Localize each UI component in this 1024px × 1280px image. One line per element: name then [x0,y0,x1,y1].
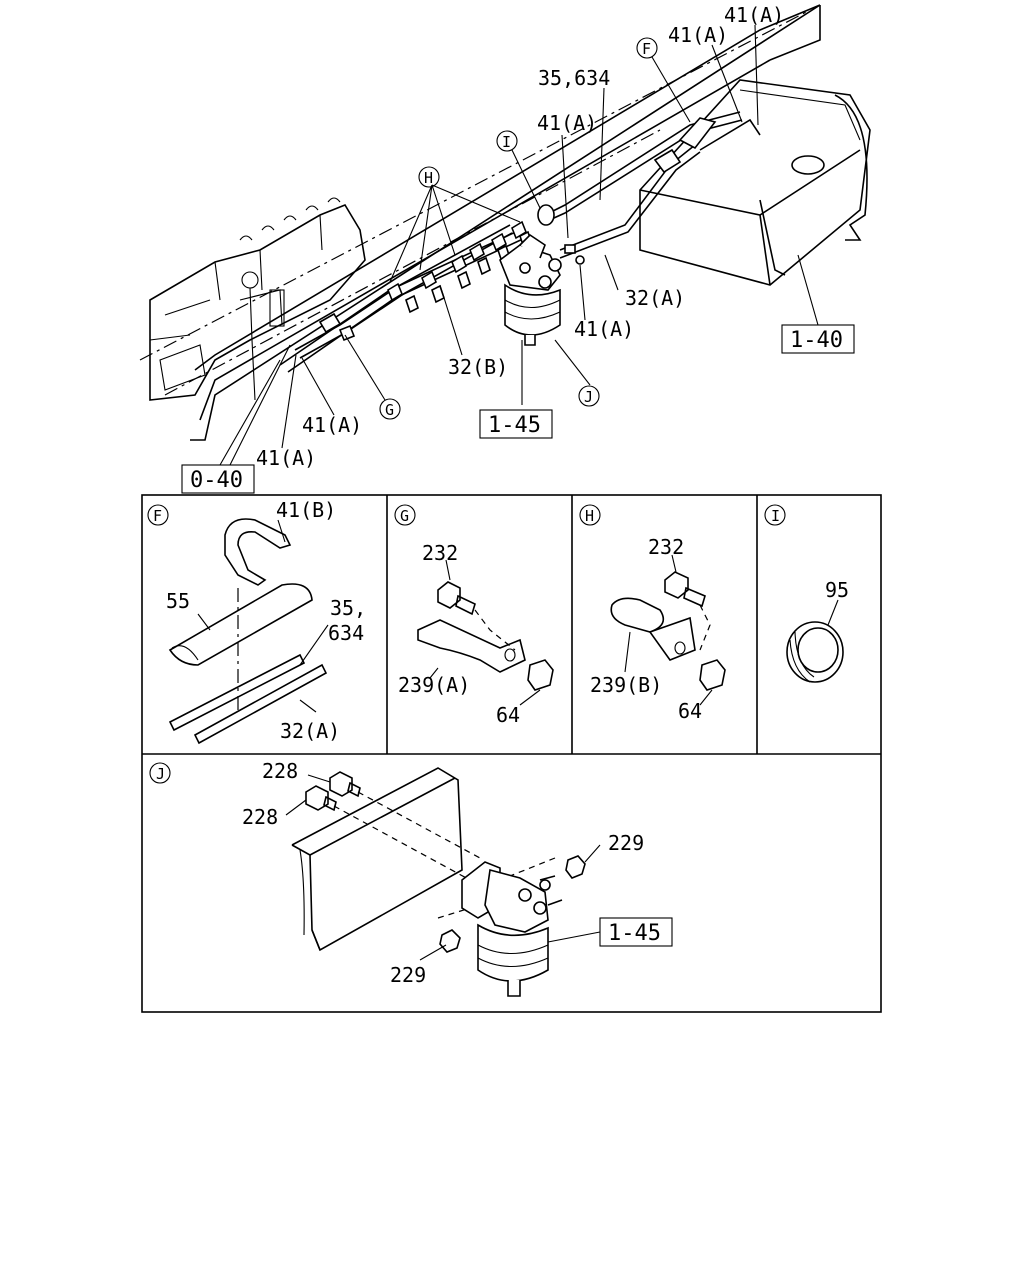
callout-35-634: 35,634 [538,66,610,90]
marker-f-circle [636,37,658,59]
marker-h-circle [418,166,440,188]
clip-239b [610,597,665,633]
panel-i-95: 95 [825,578,849,602]
panel-g-64: 64 [496,703,520,727]
callout-41a-4: 41(A) [574,317,634,341]
panel-i-marker: I [771,507,780,525]
pipe-32a-lower [193,663,328,745]
bracket-239a [417,619,526,673]
chassis-frame-rail [139,4,821,441]
engine-block [149,197,366,401]
panel-f-41b: 41(B) [276,498,336,522]
callout-41a-2: 41(A) [668,23,728,47]
panel-f-634: 634 [328,621,364,645]
marker-j-circle [578,385,600,407]
ref-box-1-40 [781,324,855,354]
panel-j-229-right: 229 [608,831,644,855]
ref-0-40: 0-40 [190,468,243,493]
fuel-tank [639,79,871,286]
bolt-232-g [437,581,476,616]
callout-32b: 32(B) [448,355,508,379]
detail-panel-h: H 232 239(B) 64 [579,504,726,723]
band-41b [224,518,292,586]
fuel-filter-assembly [499,233,585,346]
clip-g [318,312,356,342]
marker-g-circle [379,398,401,420]
marker-j: J [584,388,593,406]
detail-panel-g: G 232 239(A) 64 [394,504,554,727]
callout-32a: 32(A) [625,286,685,310]
ref-box-0-40 [181,464,255,494]
ref-1-40: 1-40 [790,328,843,353]
nut-64-h [699,659,726,691]
panel-g-239a: 239(A) [398,673,470,697]
detail-panel-f: F 41(B) 55 35, 634 32(A) [147,498,366,745]
marker-f: F [642,40,651,58]
nut-229-right [565,855,586,879]
grommet-i [537,204,555,226]
panel-h-marker: H [585,507,594,525]
panel-j-1-45: 1-45 [608,921,661,946]
marker-h: H [424,169,433,187]
panel-j-228-upper: 228 [262,759,298,783]
panel-f-55: 55 [166,589,190,613]
panel-j-marker: J [156,765,165,783]
fuel-filter-j [461,861,563,997]
hose-55 [168,583,313,666]
panel-h-232: 232 [648,535,684,559]
panel-f-35: 35, [330,596,366,620]
callout-41a-6: 41(A) [256,446,316,470]
detail-panel-j: J 1-45 228 228 229 [149,759,673,997]
bolt-228-lower [305,785,337,812]
main-assembly-drawing: 41(A) 41(A) 35,634 41(A) 32(A) 41(A) 32(… [139,3,871,494]
panel-j-ref-box [599,917,673,947]
pipe-32a-upper [168,653,306,732]
nut-64-g [527,659,554,691]
marker-i: I [502,133,511,151]
panel-f-marker: F [153,507,162,525]
panel-f-32a: 32(A) [280,719,340,743]
panel-g-232: 232 [422,541,458,565]
bolt-232-h [664,571,706,608]
nut-229-left [439,929,461,953]
panel-j-229-left: 229 [390,963,426,987]
callout-41a-3: 41(A) [537,111,597,135]
panel-j-228-lower: 228 [242,805,278,829]
detail-panel-i: I 95 [764,504,849,683]
bolt-228-upper [329,771,361,798]
marker-i-circle [496,130,518,152]
callout-41a-top: 41(A) [724,3,784,27]
detail-panels-frame [141,494,882,1013]
leaders-main [219,24,819,466]
ref-1-45: 1-45 [488,413,541,438]
panel-h-239b: 239(B) [590,673,662,697]
marker-g: G [385,401,394,419]
panel-h-64: 64 [678,699,702,723]
ref-box-1-45 [479,409,553,439]
panel-g-marker: G [400,507,409,525]
callout-41a-5: 41(A) [302,413,362,437]
